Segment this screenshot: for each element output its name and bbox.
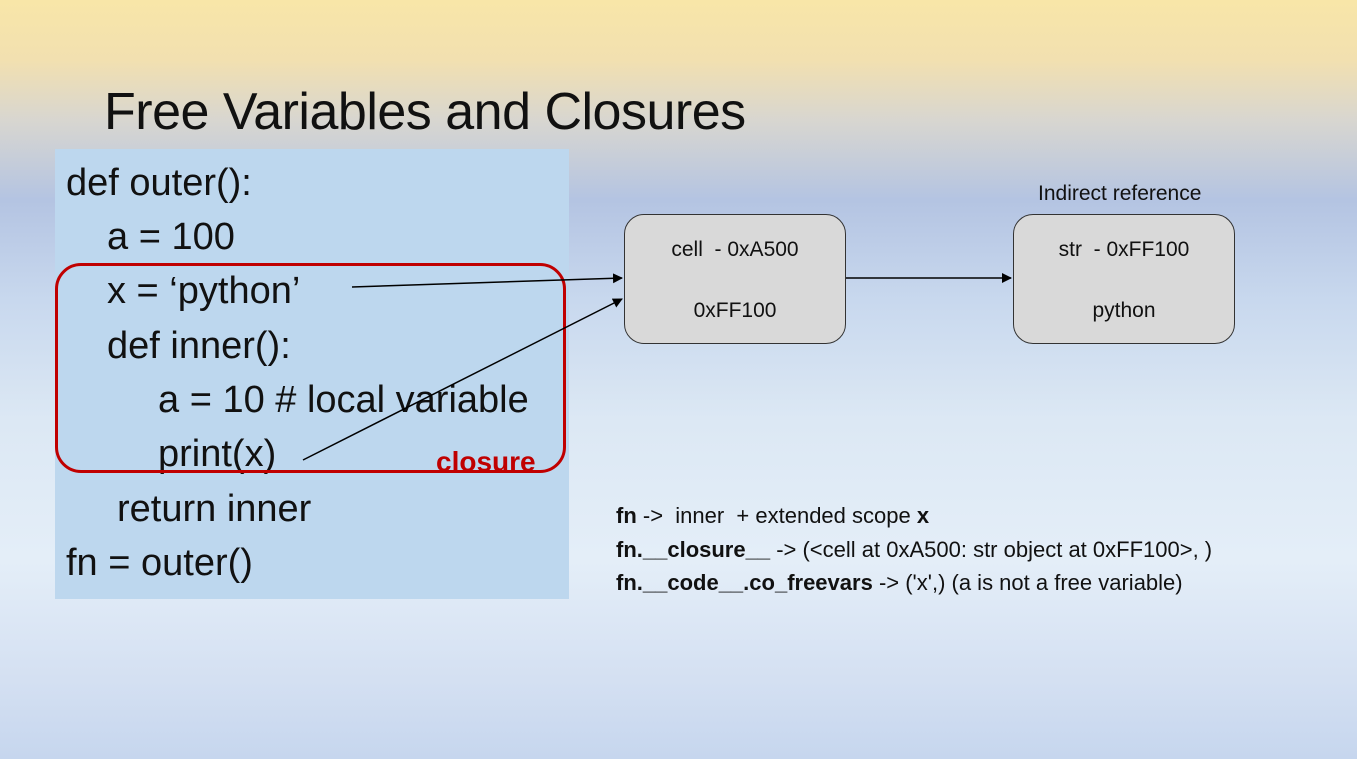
info-fn-mid: -> inner + extended scope [636, 503, 917, 528]
info-line-freevars: fn.__code__.co_freevars -> ('x',) (a is … [616, 570, 1183, 596]
cell-node-address: cell - 0xA500 [671, 238, 799, 261]
str-node-address: str - 0xFF100 [1058, 238, 1190, 261]
str-node-value: python [1092, 299, 1156, 322]
code-line-return-inner: return inner [117, 488, 312, 530]
info-freevars-key: fn.__code__.co_freevars [616, 570, 873, 595]
cell-node-value: 0xFF100 [693, 299, 777, 322]
info-closure-key: fn.__closure__ [616, 537, 771, 562]
code-line-a-100: a = 100 [107, 216, 235, 258]
arrow-x-to-cell [351, 273, 623, 288]
closure-outline [55, 263, 566, 473]
arrow-print-to-cell [302, 298, 623, 461]
code-line-fn-outer: fn = outer() [66, 542, 253, 584]
info-line-closure: fn.__closure__ -> (<cell at 0xA500: str … [616, 537, 1212, 563]
code-line-local-a: a = 10 # local variable [158, 379, 529, 421]
code-line-x-python: x = ‘python’ [107, 270, 301, 312]
info-fn-key: fn [616, 503, 637, 528]
closure-label: closure [436, 446, 536, 477]
info-closure-rest: -> (<cell at 0xA500: str object at 0xFF1… [770, 537, 1213, 562]
str-node: str - 0xFF100 python [1013, 214, 1235, 344]
cell-node: cell - 0xA500 0xFF100 [624, 214, 846, 344]
info-fn-end: x [916, 503, 930, 528]
code-line-def-outer: def outer(): [66, 162, 252, 204]
info-line-fn: fn -> inner + extended scope x [616, 503, 929, 529]
code-line-def-inner: def inner(): [107, 325, 291, 367]
info-freevars-rest: -> ('x',) (a is not a free variable) [872, 570, 1183, 595]
slide-title: Free Variables and Closures [104, 83, 746, 141]
indirect-reference-label: Indirect reference [1038, 182, 1202, 205]
code-panel [55, 149, 569, 599]
code-line-print-x: print(x) [158, 433, 277, 475]
